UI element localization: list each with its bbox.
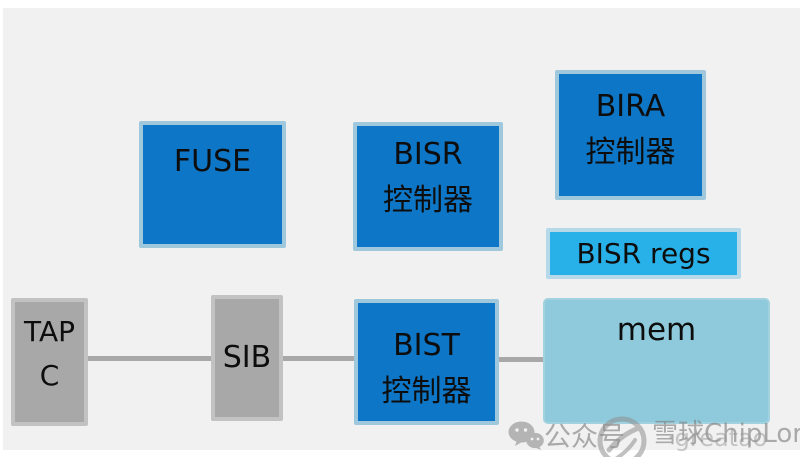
connector-bist-mem	[499, 357, 543, 362]
block-bira-controller-label-cn: 控制器	[585, 135, 676, 170]
block-fuse-label: FUSE	[173, 144, 252, 179]
wechat-icon	[508, 421, 544, 450]
block-tap-controller-label-1: TAP	[24, 315, 75, 348]
block-tap-controller: TAP C	[11, 298, 88, 426]
block-bist-controller-label-en: BIST	[393, 328, 460, 363]
block-bisr-controller: BISR 控制器	[353, 122, 503, 251]
block-bisr-regs-label: BISR regs	[576, 237, 711, 270]
block-bisr-controller-label-en: BISR	[393, 137, 463, 172]
block-bira-controller-label-en: BIRA	[595, 89, 666, 124]
block-bist-controller: BIST 控制器	[354, 299, 499, 425]
block-bisr-controller-label-cn: 控制器	[383, 183, 473, 218]
block-sib: SIB	[211, 295, 283, 421]
block-mem-label: mem	[616, 312, 697, 348]
block-bira-controller: BIRA 控制器	[555, 70, 706, 200]
block-fuse: FUSE	[139, 121, 286, 248]
block-bisr-regs: BISR regs	[546, 228, 741, 279]
connector-sib-bist	[283, 356, 354, 361]
block-tap-controller-label-2: C	[39, 359, 60, 392]
block-mem: mem	[543, 298, 770, 424]
connector-tapc-sib	[88, 356, 211, 361]
block-sib-label: SIB	[222, 340, 272, 375]
diagram-canvas: FUSE BISR 控制器 BIRA 控制器 BISR regs TAP C S…	[3, 8, 800, 457]
block-bist-controller-label-cn: 控制器	[381, 374, 472, 409]
watermark-xueqiu-handle: ·greatao	[667, 424, 768, 452]
